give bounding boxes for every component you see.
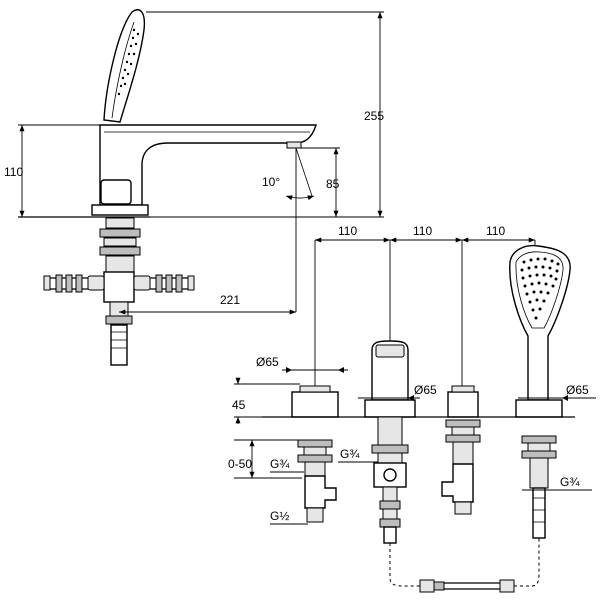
dim-diameter-shower: Ø65 bbox=[566, 383, 589, 397]
hand-shower-hose-guide bbox=[533, 488, 545, 538]
valve-right bbox=[430, 386, 500, 514]
dim-spout-angle: 10° bbox=[262, 175, 280, 189]
spout-front bbox=[350, 341, 430, 543]
hand-shower-side bbox=[104, 10, 144, 122]
dim-spacing-1: 110 bbox=[338, 224, 357, 238]
left-hose-connector bbox=[44, 275, 104, 292]
dim-diameter-valve: Ø65 bbox=[256, 355, 279, 369]
dim-height-total: 255 bbox=[364, 109, 384, 123]
valve-block bbox=[104, 272, 134, 302]
aerator bbox=[287, 142, 301, 148]
valve-right-rosette bbox=[448, 392, 478, 417]
spout-front-rosette bbox=[365, 400, 415, 417]
outlet-tail bbox=[111, 325, 127, 365]
dim-thread-outlet: G½ bbox=[270, 509, 289, 523]
dim-deck-range: 0-50 bbox=[228, 457, 252, 471]
mixer-lever bbox=[101, 180, 131, 204]
dim-diameter-spout: Ø65 bbox=[414, 383, 437, 397]
spout-body bbox=[100, 125, 316, 205]
hand-shower-front bbox=[500, 246, 575, 538]
deck-rosette bbox=[92, 205, 148, 215]
dim-spout-drop: 85 bbox=[326, 177, 340, 191]
dim-spacing-2: 110 bbox=[413, 224, 432, 238]
valve-left-rosette bbox=[292, 392, 338, 417]
left-dimensions: 110 255 85 10° 221 bbox=[4, 12, 384, 312]
dim-spout-reach: 221 bbox=[220, 293, 240, 307]
dim-thread-spout: G¾ bbox=[340, 447, 360, 461]
right-hose-connector bbox=[134, 275, 194, 292]
dim-thread-valve: G¾ bbox=[270, 457, 290, 471]
hand-shower-head bbox=[510, 246, 570, 400]
dim-height-spout: 110 bbox=[4, 165, 23, 179]
shower-hose bbox=[390, 538, 539, 592]
dim-height-rosette: 45 bbox=[232, 398, 246, 412]
dim-spacing-3: 110 bbox=[486, 224, 505, 238]
valve-left-elbow bbox=[305, 476, 336, 508]
spacing-dimensions: 110 110 110 bbox=[315, 224, 535, 400]
valve-right-elbow bbox=[442, 464, 473, 502]
hand-shower-holder bbox=[516, 400, 562, 417]
dim-thread-shower: G¾ bbox=[560, 475, 580, 489]
valve-left bbox=[262, 386, 350, 522]
